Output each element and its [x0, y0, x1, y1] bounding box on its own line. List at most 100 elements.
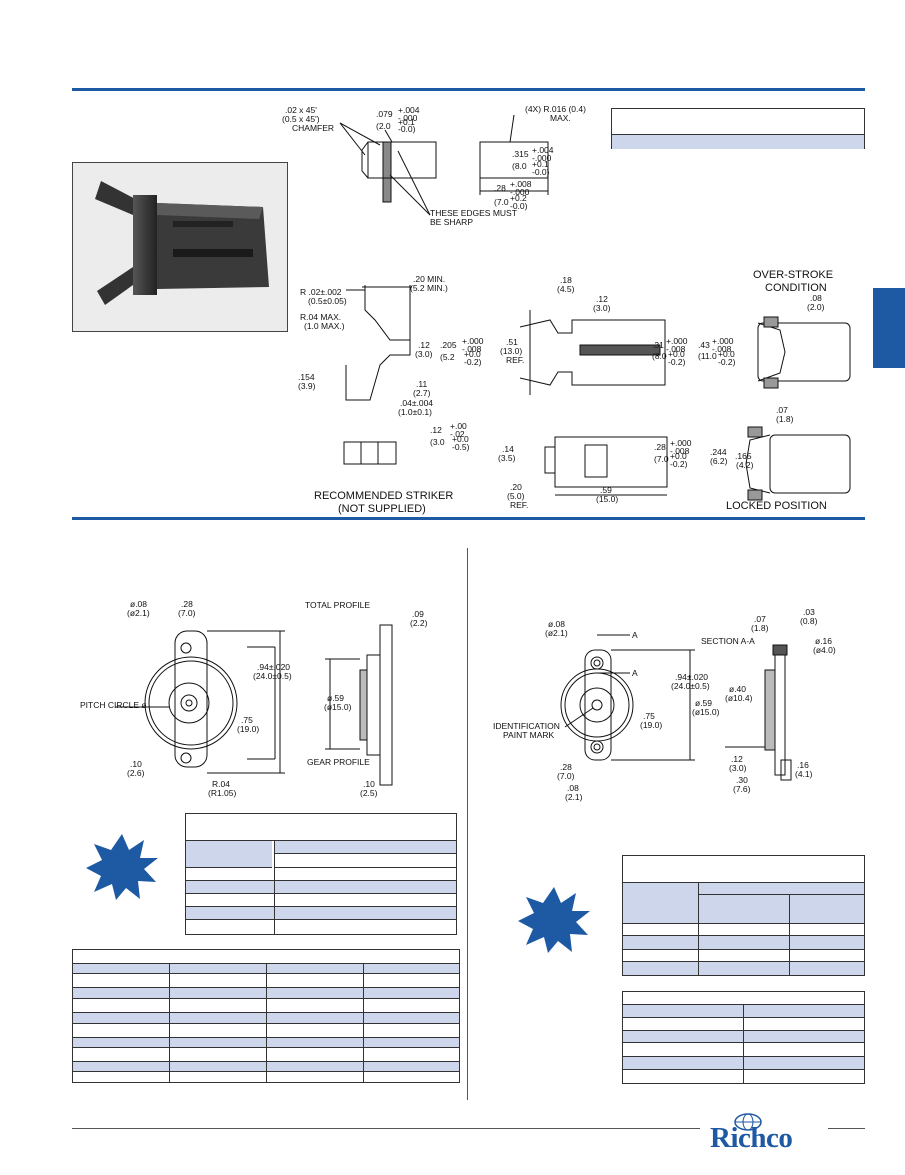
latch-dim-20: .20 — [510, 482, 522, 492]
latch-dim-28: .28 — [654, 442, 666, 452]
svg-text:-.008: -.008 — [666, 344, 686, 354]
svg-text:-0.2): -0.2) — [668, 357, 686, 367]
svg-text:-0.5): -0.5) — [452, 442, 470, 452]
striker-caption: RECOMMENDED STRIKER — [314, 490, 453, 502]
table-row — [623, 883, 864, 924]
svg-text:(2.7): (2.7) — [413, 388, 431, 398]
dim-079: .079 — [376, 109, 393, 119]
top-drawings: .02 x 45' (0.5 x 45') CHAMFER .079 +.004… — [282, 104, 851, 515]
striker-r04: R.04 MAX. — [300, 312, 341, 322]
svg-text:(7.0: (7.0 — [654, 454, 669, 464]
svg-text:REF.: REF. — [510, 500, 528, 510]
left-dim-28: .28 — [181, 599, 193, 609]
svg-text:CHAMFER: CHAMFER — [292, 123, 334, 133]
svg-text:(19.0): (19.0) — [640, 720, 662, 730]
table-divider — [698, 894, 864, 895]
svg-text:(ø15.0): (ø15.0) — [692, 707, 720, 717]
top-rule — [72, 88, 865, 91]
svg-text:(3.0): (3.0) — [729, 763, 747, 773]
svg-text:+.000: +.000 — [666, 336, 688, 346]
svg-text:(2.0): (2.0) — [807, 302, 825, 312]
sharp-edges-note: THESE EDGES MUST — [430, 208, 517, 218]
svg-text:(ø2.1): (ø2.1) — [545, 628, 568, 638]
svg-text:(2.6): (2.6) — [127, 768, 145, 778]
dim-315: .315 — [512, 149, 529, 159]
section-mark-a2: A — [632, 668, 638, 678]
svg-text:(24.0±0.5): (24.0±0.5) — [253, 671, 292, 681]
svg-text:(3.9): (3.9) — [298, 381, 316, 391]
right-dim-08b: .08 — [567, 783, 579, 793]
svg-text:(1.8): (1.8) — [751, 623, 769, 633]
new-starburst-left — [86, 834, 158, 900]
table-divider — [698, 883, 699, 975]
svg-text:+.000: +.000 — [462, 336, 484, 346]
locked-dim-07: .07 — [776, 405, 788, 415]
left-spec-table — [185, 813, 457, 935]
svg-text:-0.2): -0.2) — [670, 459, 688, 469]
svg-text:REF.: REF. — [506, 355, 524, 365]
svg-text:(4.5): (4.5) — [557, 284, 575, 294]
logo-text: Richco — [710, 1122, 793, 1154]
svg-text:+0.1: +0.1 — [398, 117, 415, 127]
striker-dim-11: .11 — [416, 379, 427, 389]
new-starburst-right — [518, 887, 590, 953]
right-dim-07: .07 — [754, 614, 766, 624]
table-row — [623, 924, 864, 936]
right-dim-08: ø.08 — [548, 619, 565, 629]
svg-text:MAX.: MAX. — [550, 113, 571, 123]
right-gear-drawing: ø.08 (ø2.1) A A .94±.020 (24.0±0.5) IDEN… — [493, 607, 836, 802]
svg-text:(2.5): (2.5) — [360, 788, 378, 798]
svg-text:(4.1): (4.1) — [795, 769, 813, 779]
svg-text:(2.2): (2.2) — [410, 618, 428, 628]
svg-text:-.000: -.000 — [532, 153, 552, 163]
svg-text:+0.0: +0.0 — [670, 451, 687, 461]
striker-r02: R .02±.002 — [300, 287, 342, 297]
locked-dim-165: .165 — [735, 451, 752, 461]
left-dim-59: ø.59 — [327, 693, 344, 703]
svg-text:(8.0: (8.0 — [512, 161, 527, 171]
svg-text:+0.0: +0.0 — [718, 349, 735, 359]
table-divider — [363, 964, 364, 1082]
right-dim-12: .12 — [731, 754, 743, 764]
svg-text:(0.8): (0.8) — [800, 616, 818, 626]
table-header-row — [623, 992, 864, 1005]
svg-text:(7.0: (7.0 — [494, 197, 509, 207]
svg-text:(3.0: (3.0 — [430, 437, 445, 447]
bottom-rule-right — [828, 1128, 865, 1129]
svg-text:PAINT MARK: PAINT MARK — [503, 730, 554, 740]
right-dim-75: .75 — [643, 711, 655, 721]
svg-text:(15.0): (15.0) — [596, 494, 618, 504]
svg-text:-0.2): -0.2) — [464, 357, 482, 367]
right-parts-table — [622, 991, 865, 1084]
svg-text:(3.0): (3.0) — [415, 349, 433, 359]
svg-text:+0.0: +0.0 — [668, 349, 685, 359]
svg-text:+.000: +.000 — [670, 438, 692, 448]
left-dim-10: .10 — [130, 759, 142, 769]
middle-rule — [72, 517, 865, 520]
svg-text:(7.6): (7.6) — [733, 784, 751, 794]
latch-dim-14: .14 — [502, 444, 514, 454]
product-photo — [72, 162, 288, 332]
total-profile-label: TOTAL PROFILE — [305, 600, 370, 610]
striker-dim-12: .12 — [418, 340, 430, 350]
svg-text:(5.2: (5.2 — [440, 352, 455, 362]
svg-text:(5.2 MIN.): (5.2 MIN.) — [410, 283, 448, 293]
table-divider — [274, 841, 275, 934]
svg-text:-.008: -.008 — [712, 344, 732, 354]
svg-text:(8.0: (8.0 — [652, 351, 667, 361]
svg-text:(6.2): (6.2) — [710, 456, 728, 466]
section-mark-a1: A — [632, 630, 638, 640]
svg-text:-.008: -.008 — [670, 446, 690, 456]
svg-text:(11.0: (11.0 — [698, 351, 717, 361]
svg-text:(ø2.1): (ø2.1) — [127, 608, 150, 618]
svg-text:(13.0): (13.0) — [500, 346, 522, 356]
left-parts-table — [72, 949, 460, 1083]
svg-text:(ø4.0): (ø4.0) — [813, 645, 836, 655]
table-row — [623, 962, 864, 975]
svg-text:(ø10.4): (ø10.4) — [725, 693, 753, 703]
table-row — [186, 920, 456, 934]
svg-text:(R1.05): (R1.05) — [208, 788, 237, 798]
svg-text:(2.1): (2.1) — [565, 792, 583, 802]
table-row — [274, 854, 456, 868]
left-gear-drawing: ø.08 (ø2.1) .28 (7.0) TOTAL PROFILE .09 … — [80, 599, 428, 798]
